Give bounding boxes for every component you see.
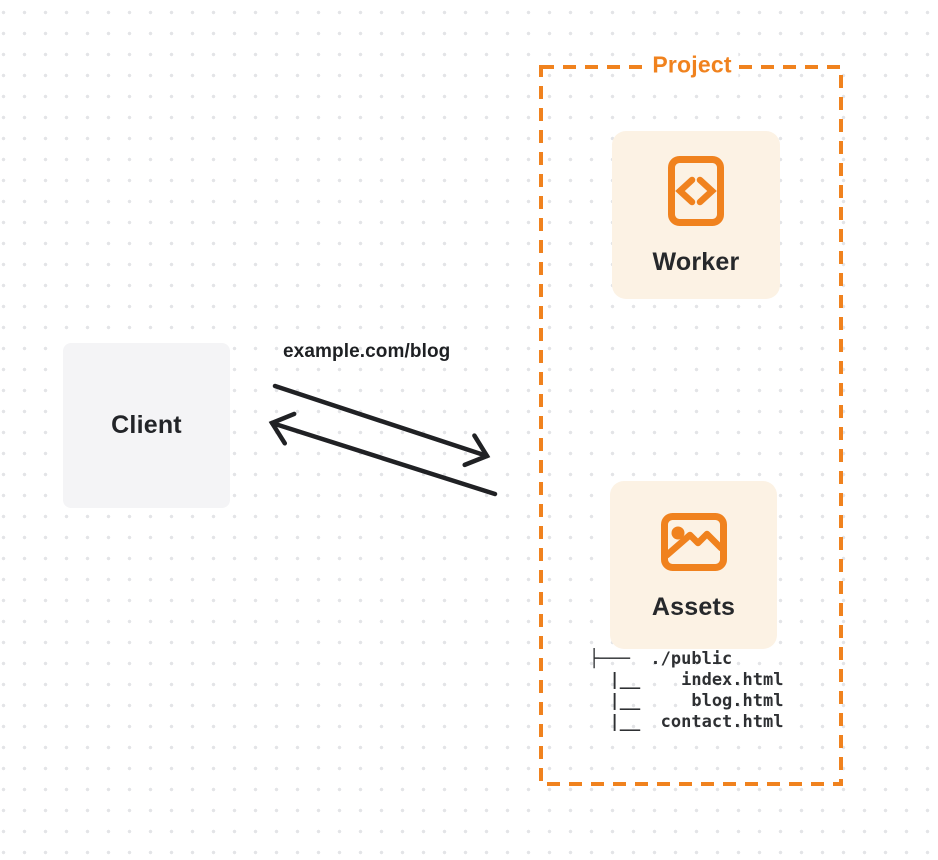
worker-label: Worker: [652, 248, 740, 276]
assets-label: Assets: [651, 593, 736, 621]
client-label: Client: [111, 411, 182, 439]
tree-line-blog: |__ blog.html: [589, 691, 784, 711]
assets-node: Assets: [610, 481, 777, 649]
client-node: Client: [63, 343, 230, 508]
request-url-label: example.com/blog: [283, 341, 451, 362]
assets-file-tree: ├─── ./public |__ index.html |__ blog.ht…: [589, 649, 783, 733]
project-container-label: Project: [645, 51, 739, 79]
tree-line-index: |__ index.html: [589, 670, 784, 690]
request-arrow-icon: [272, 383, 491, 468]
image-icon: [660, 513, 727, 571]
project-dashed-border: [539, 65, 843, 786]
response-arrow-icon: [268, 411, 498, 497]
tree-line-public: ├─── ./public: [589, 649, 733, 669]
code-file-icon: [668, 156, 724, 226]
worker-node: Worker: [612, 131, 780, 299]
tree-line-contact: |__ contact.html: [589, 712, 784, 732]
